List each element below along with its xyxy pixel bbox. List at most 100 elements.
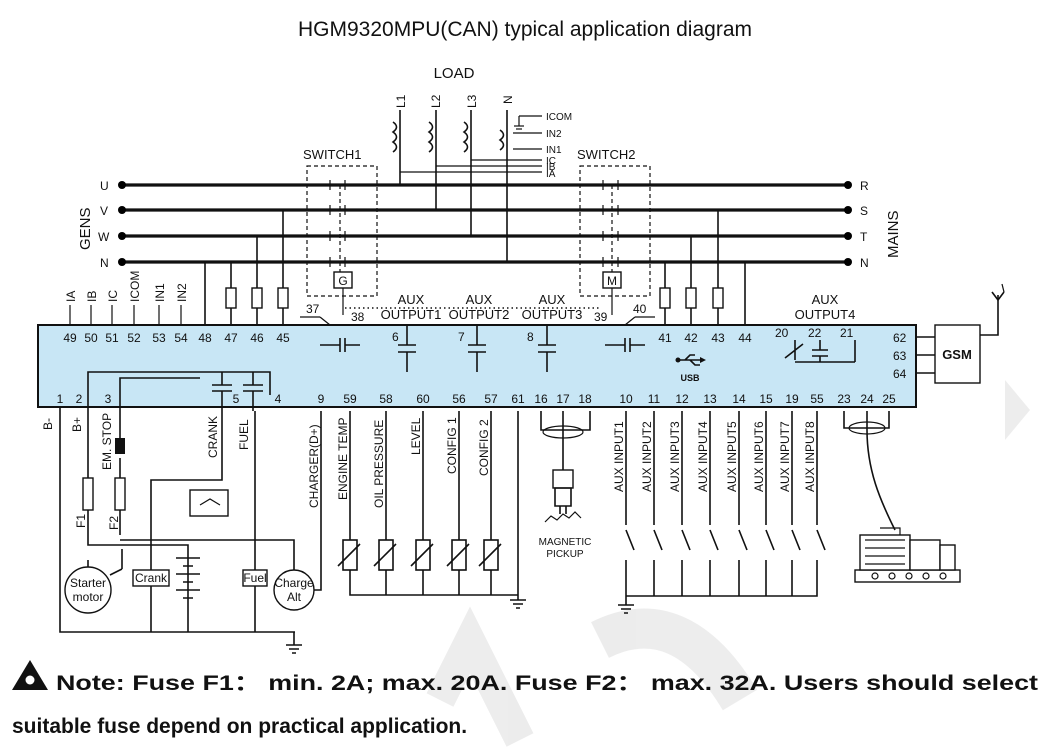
relay-contacts: 6 7 8 20 22 21	[320, 325, 856, 372]
alt-line1: Charge	[274, 576, 314, 590]
terminal-24: 24	[860, 392, 874, 406]
label-engine-temp: ENGINE TEMP	[336, 418, 350, 500]
ct-label-ib: IB	[546, 162, 556, 173]
terminal-49: 49	[63, 331, 77, 345]
mains-phase-n: N	[860, 256, 869, 270]
terminal-5: 5	[233, 392, 240, 406]
label-oil-pressure: OIL PRESSURE	[372, 420, 386, 508]
gsm-module: 62 63 64 GSM	[893, 283, 1005, 384]
top-terminals: 49 50 51 52 53 54 48 47 46 45 41 42 43 4…	[63, 331, 752, 345]
usb-label: USB	[680, 373, 700, 383]
terminal-1: 1	[57, 392, 64, 406]
aux-output2-terminal: 7	[458, 330, 465, 344]
voltage-sense-wiring	[204, 210, 746, 325]
gens-phase-w: W	[98, 230, 110, 244]
label-aux-input2: AUX INPUT2	[640, 421, 654, 492]
note-line2: suitable fuse depend on practical applic…	[12, 715, 467, 738]
terminal-60: 60	[416, 392, 430, 406]
terminal-13: 13	[703, 392, 717, 406]
input-label-in2: IN2	[175, 283, 189, 302]
terminal-9: 9	[318, 392, 325, 406]
terminal-19: 19	[785, 392, 799, 406]
terminal-12: 12	[675, 392, 689, 406]
load-line-l3: L3	[465, 94, 479, 108]
load-line-n: N	[501, 95, 515, 104]
terminal-14: 14	[732, 392, 746, 406]
terminal-64: 64	[893, 367, 907, 381]
terminal-55: 55	[810, 392, 824, 406]
label-aux-input5: AUX INPUT5	[725, 421, 739, 492]
input-label-ic: IC	[106, 290, 120, 302]
terminal-50: 50	[84, 331, 98, 345]
terminal-42: 42	[684, 331, 698, 345]
note: Note: Fuse F1： min. 2A; max. 20A. Fuse F…	[12, 660, 1038, 738]
terminal-43: 43	[711, 331, 725, 345]
ct-label-in2: IN2	[546, 129, 562, 140]
ct-label-icom: ICOM	[546, 112, 572, 123]
gens-phase-v: V	[100, 204, 108, 218]
terminal-10: 10	[619, 392, 633, 406]
bottom-labels: B- B+ EM. STOP CRANK FUEL CHARGER(D+) EN…	[41, 413, 817, 508]
current-inputs: IA IB IC ICOM IN1 IN2	[64, 271, 189, 325]
label-crank: CRANK	[206, 416, 220, 458]
terminal-59: 59	[343, 392, 357, 406]
starter-line2: motor	[73, 590, 104, 604]
terminal-44: 44	[738, 331, 752, 345]
switch1: SWITCH1 G	[303, 147, 378, 315]
terminal-16: 16	[534, 392, 548, 406]
mains-phase-s: S	[860, 204, 868, 218]
switch-term-37: 37	[306, 302, 320, 316]
aux-output-labels: 37 38 39 40 AUX OUTPUT1 AUX OUTPUT2 AUX …	[300, 292, 855, 326]
terminal-56: 56	[452, 392, 466, 406]
label-level: LEVEL	[409, 417, 423, 455]
crank-relay-label: Crank	[135, 571, 168, 585]
aux-output1-line2: OUTPUT1	[381, 307, 442, 322]
input-label-ib: IB	[85, 291, 99, 302]
current-transformers: ICOM IN2 IN1 IC IB IA	[391, 112, 572, 180]
terminal-25: 25	[882, 392, 896, 406]
terminal-54: 54	[174, 331, 188, 345]
label-b-plus: B+	[70, 417, 84, 432]
terminal-58: 58	[379, 392, 393, 406]
terminal-18: 18	[578, 392, 592, 406]
load-label: LOAD	[434, 65, 475, 82]
switch2: SWITCH2 M	[577, 147, 651, 315]
terminal-47: 47	[224, 331, 238, 345]
ct-label-ic: IC	[546, 156, 556, 167]
terminal-41: 41	[658, 331, 672, 345]
diagram-title: HGM9320MPU(CAN) typical application diag…	[298, 18, 752, 41]
aux-output4-line1: AUX	[812, 292, 839, 307]
ct-label-in1: IN1	[546, 145, 562, 156]
terminal-62: 62	[893, 331, 907, 345]
input-label-in1: IN1	[153, 283, 167, 302]
crank-fuel-contacts	[87, 371, 271, 418]
aux-output2-line1: AUX	[466, 292, 493, 307]
aux-output3-line2: OUTPUT3	[522, 307, 583, 322]
bus-bars	[118, 181, 852, 266]
terminal-20: 20	[775, 326, 789, 340]
gens-phase-n: N	[100, 256, 109, 270]
aux-input-switches	[618, 411, 826, 614]
input-label-ia: IA	[64, 291, 78, 302]
switch-term-40: 40	[633, 302, 647, 316]
label-fuel: FUEL	[237, 419, 251, 450]
terminal-45: 45	[276, 331, 290, 345]
terminal-3: 3	[105, 392, 112, 406]
switch1-box-label: G	[338, 274, 347, 288]
pickup-line2: PICKUP	[546, 549, 584, 560]
label-config1: CONFIG 1	[445, 417, 459, 474]
usb-icon: USB	[675, 354, 706, 383]
switch2-label: SWITCH2	[577, 147, 636, 162]
switch1-label: SWITCH1	[303, 147, 362, 162]
aux-output3-terminal: 8	[527, 330, 534, 344]
terminal-21: 21	[840, 326, 854, 340]
starter-line1: Starter	[70, 576, 106, 590]
terminal-11: 11	[648, 392, 661, 406]
watermark	[426, 380, 1030, 747]
fuse-f1-label: F1	[74, 514, 88, 528]
terminal-22: 22	[808, 326, 822, 340]
sensors	[337, 411, 526, 609]
switch-term-38: 38	[351, 310, 365, 324]
